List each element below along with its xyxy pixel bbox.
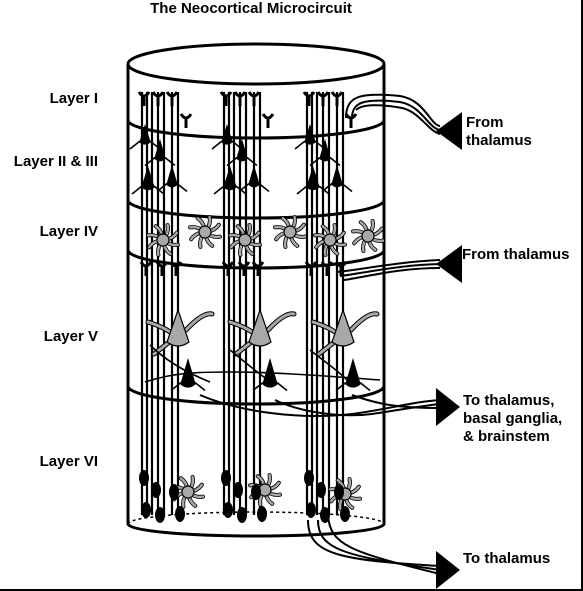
apical-tuft: [155, 261, 169, 276]
apical-tuft: [237, 261, 251, 276]
arrowhead-to-thalamus-bg: [436, 388, 460, 426]
layer-6-cell-body: [304, 470, 314, 486]
pyramidal-cell: [156, 164, 188, 193]
connection-arrowheads: [436, 112, 462, 589]
apical-tuft: [302, 91, 316, 106]
apical-tuft: [165, 91, 179, 106]
layer-6-cell-body: [237, 507, 247, 523]
pyramidal-cell: [321, 164, 353, 193]
pyramidal-cell: [294, 123, 326, 150]
stellate-cell: [146, 223, 180, 257]
stellate-cell: [228, 223, 262, 257]
layer-label-5: Layer V: [44, 328, 98, 345]
stellate-cell: [351, 219, 384, 253]
layer-6-cell-body: [334, 484, 344, 500]
layer-label-6: Layer VI: [40, 453, 98, 470]
apical-tuft: [304, 261, 318, 276]
connection-labels: From thalamus From thalamus To thalamus,…: [462, 114, 570, 567]
layer-5-pyramidal-cells: [145, 308, 380, 392]
diagram-title: The Neocortical Microcircuit: [150, 0, 352, 17]
connection-fibers: [199, 93, 441, 575]
layer-6-cell-body: [340, 506, 350, 522]
layer-6-cell-body: [251, 484, 261, 500]
stellate-cell: [273, 215, 307, 249]
stellate-cell: [188, 215, 222, 249]
from-thalamus-2-line-1: From thalamus: [462, 246, 570, 263]
from-thalamus-1-line-1: From: [466, 114, 504, 131]
layer-2-3-pyramidal-cells: [129, 123, 353, 195]
apical-tuft: [233, 91, 247, 106]
neuron-content: [129, 91, 384, 523]
apical-tuft: [330, 91, 344, 106]
apical-tuft: [251, 261, 265, 276]
layer-6-cell-body: [233, 482, 243, 498]
to-thalamus-bg-line-2: basal ganglia,: [463, 410, 562, 427]
pyramidal-cell-large: [310, 308, 380, 357]
layer-label-2-3: Layer II & III: [14, 153, 98, 170]
layer-label-1: Layer I: [50, 90, 98, 107]
axon-branches: [144, 344, 381, 386]
cortical-column-cylinder: [126, 42, 386, 538]
pyramidal-cell: [144, 138, 176, 167]
arrowhead-from-thalamus-1: [436, 112, 462, 150]
layer-label-4: Layer IV: [40, 223, 98, 240]
apical-tuft: [139, 261, 153, 276]
pyramidal-cell: [309, 138, 341, 167]
stellate-cell: [313, 223, 347, 257]
apical-tuft: [169, 261, 183, 276]
pyramidal-cell-large: [227, 308, 297, 357]
apical-tuft: [179, 113, 193, 128]
pyramidal-cell: [238, 164, 270, 193]
apical-tuft: [247, 91, 261, 106]
pyramidal-cell: [335, 357, 371, 392]
layer-6-cells: [139, 470, 362, 523]
layer-6-cell-body: [223, 502, 233, 518]
from-thalamus-1-line-2: thalamus: [466, 132, 532, 149]
apical-tuft: [261, 113, 275, 128]
arrowhead-to-thalamus: [436, 551, 460, 589]
to-thalamus-line-1: To thalamus: [463, 550, 550, 567]
layer-6-cell-body: [221, 470, 231, 486]
layer-6-cell-body: [175, 506, 185, 522]
pyramidal-cell: [296, 165, 330, 195]
to-thalamus-bg-line-1: To thalamus,: [463, 392, 554, 409]
apical-tuft: [219, 91, 233, 106]
layer-6-cell-body: [306, 502, 316, 518]
layer-labels: Layer I Layer II & III Layer IV Layer V …: [14, 90, 98, 470]
apical-tuft: [151, 91, 165, 106]
apical-tuft: [221, 261, 235, 276]
apical-tuft: [320, 261, 334, 276]
layer-6-cell-body: [141, 502, 151, 518]
layer-6-cell-body: [169, 484, 179, 500]
layer-6-cell-body: [257, 506, 267, 522]
layer-6-cell-body: [151, 482, 161, 498]
arrowhead-from-thalamus-2: [436, 245, 462, 283]
layer-4-stellate-cells: [146, 215, 384, 257]
apical-tuft: [137, 91, 151, 106]
pyramidal-cell: [226, 138, 258, 167]
to-thalamus-bg-line-3: & brainstem: [463, 428, 550, 445]
layer-6-cell-body: [155, 507, 165, 523]
layer-6-cell-body: [316, 482, 326, 498]
layer-6-cell-body: [139, 470, 149, 486]
apical-tuft: [316, 91, 330, 106]
